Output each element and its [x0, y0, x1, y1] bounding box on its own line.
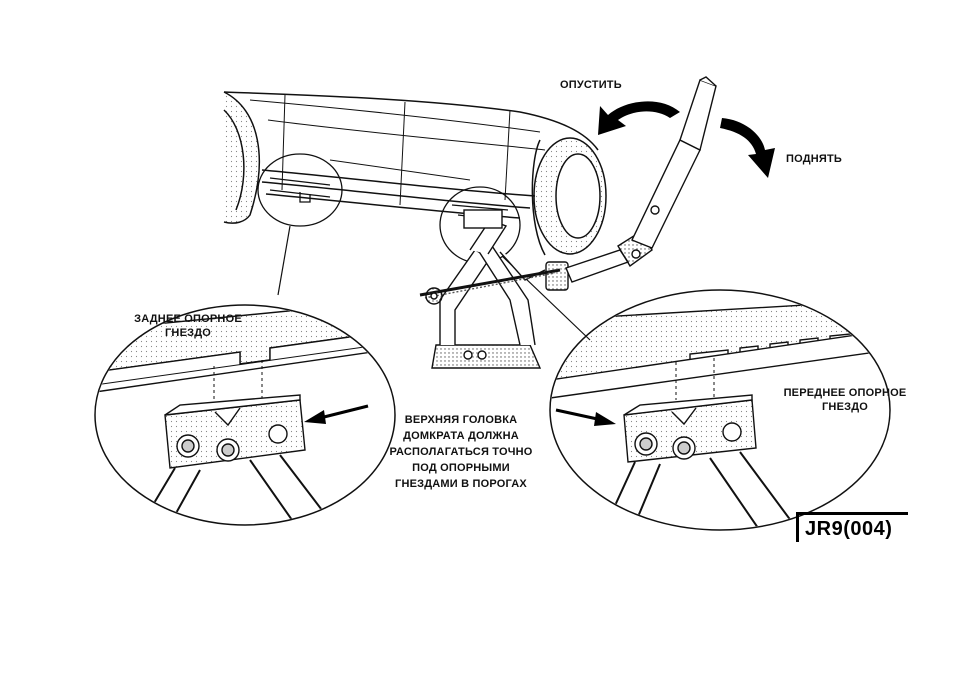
- curved-arrow-down-right-icon: [720, 118, 775, 178]
- instruction-line5: ГНЕЗДАМИ В ПОРОГАХ: [376, 476, 546, 492]
- rear-detail-marker: [258, 154, 342, 226]
- instruction-line1: ВЕРХНЯЯ ГОЛОВКА: [376, 412, 546, 428]
- front-socket-label: ПЕРЕДНЕЕ ОПОРНОЕ ГНЕЗДО: [780, 386, 910, 414]
- instruction-line4: ПОД ОПОРНЫМИ: [376, 460, 546, 476]
- instruction-line3: РАСПОЛАГАТЬСЯ ТОЧНО: [376, 444, 546, 460]
- lower-label: ОПУСТИТЬ: [560, 78, 622, 92]
- arrow-pointer-icon: [304, 406, 368, 424]
- curved-arrow-left-icon: [598, 101, 680, 135]
- arrow-pointer-icon: [556, 410, 616, 426]
- figure-code-badge: JR9(004): [796, 512, 908, 542]
- rear-socket-label: ЗАДНЕЕ ОПОРНОЕ ГНЕЗДО: [132, 312, 244, 340]
- rear-socket-label-line2: ГНЕЗДО: [132, 326, 244, 340]
- leader-lines: [278, 226, 590, 340]
- front-socket-label-line1: ПЕРЕДНЕЕ ОПОРНОЕ: [780, 386, 910, 400]
- front-socket-label-line2: ГНЕЗДО: [780, 400, 910, 414]
- figure-code: JR9(004): [805, 518, 892, 541]
- car-body: [224, 92, 606, 255]
- instruction-text: ВЕРХНЯЯ ГОЛОВКА ДОМКРАТА ДОЛЖНА РАСПОЛАГ…: [376, 412, 546, 492]
- rear-socket-label-line1: ЗАДНЕЕ ОПОРНОЕ: [132, 312, 244, 326]
- instruction-line2: ДОМКРАТА ДОЛЖНА: [376, 428, 546, 444]
- raise-label: ПОДНЯТЬ: [786, 152, 842, 166]
